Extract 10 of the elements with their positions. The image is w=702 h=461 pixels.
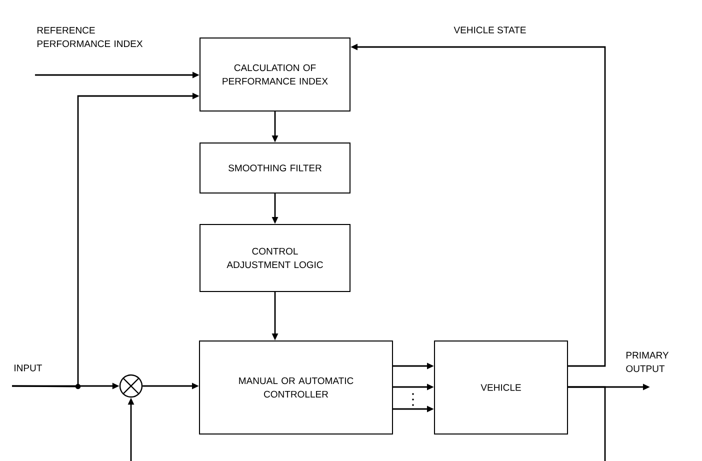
process-box: CALCULATION OF PERFORMANCE INDEX — [200, 38, 350, 112]
signal-label: REFERENCE PERFORMANCE INDEX — [37, 26, 143, 48]
process-box: SMOOTHING FILTER — [200, 142, 350, 194]
summing-junction — [119, 374, 143, 398]
edge-label: VEHICLE STATE — [454, 26, 526, 34]
process-box: VEHICLE — [434, 340, 568, 434]
process-box: MANUAL OR AUTOMATIC CONTROLLER — [199, 340, 393, 434]
signal-label: PRIMARY OUTPUT — [626, 352, 669, 372]
signal-label: INPUT — [14, 364, 42, 372]
process-box: CONTROL ADJUSTMENT LOGIC — [200, 224, 350, 292]
